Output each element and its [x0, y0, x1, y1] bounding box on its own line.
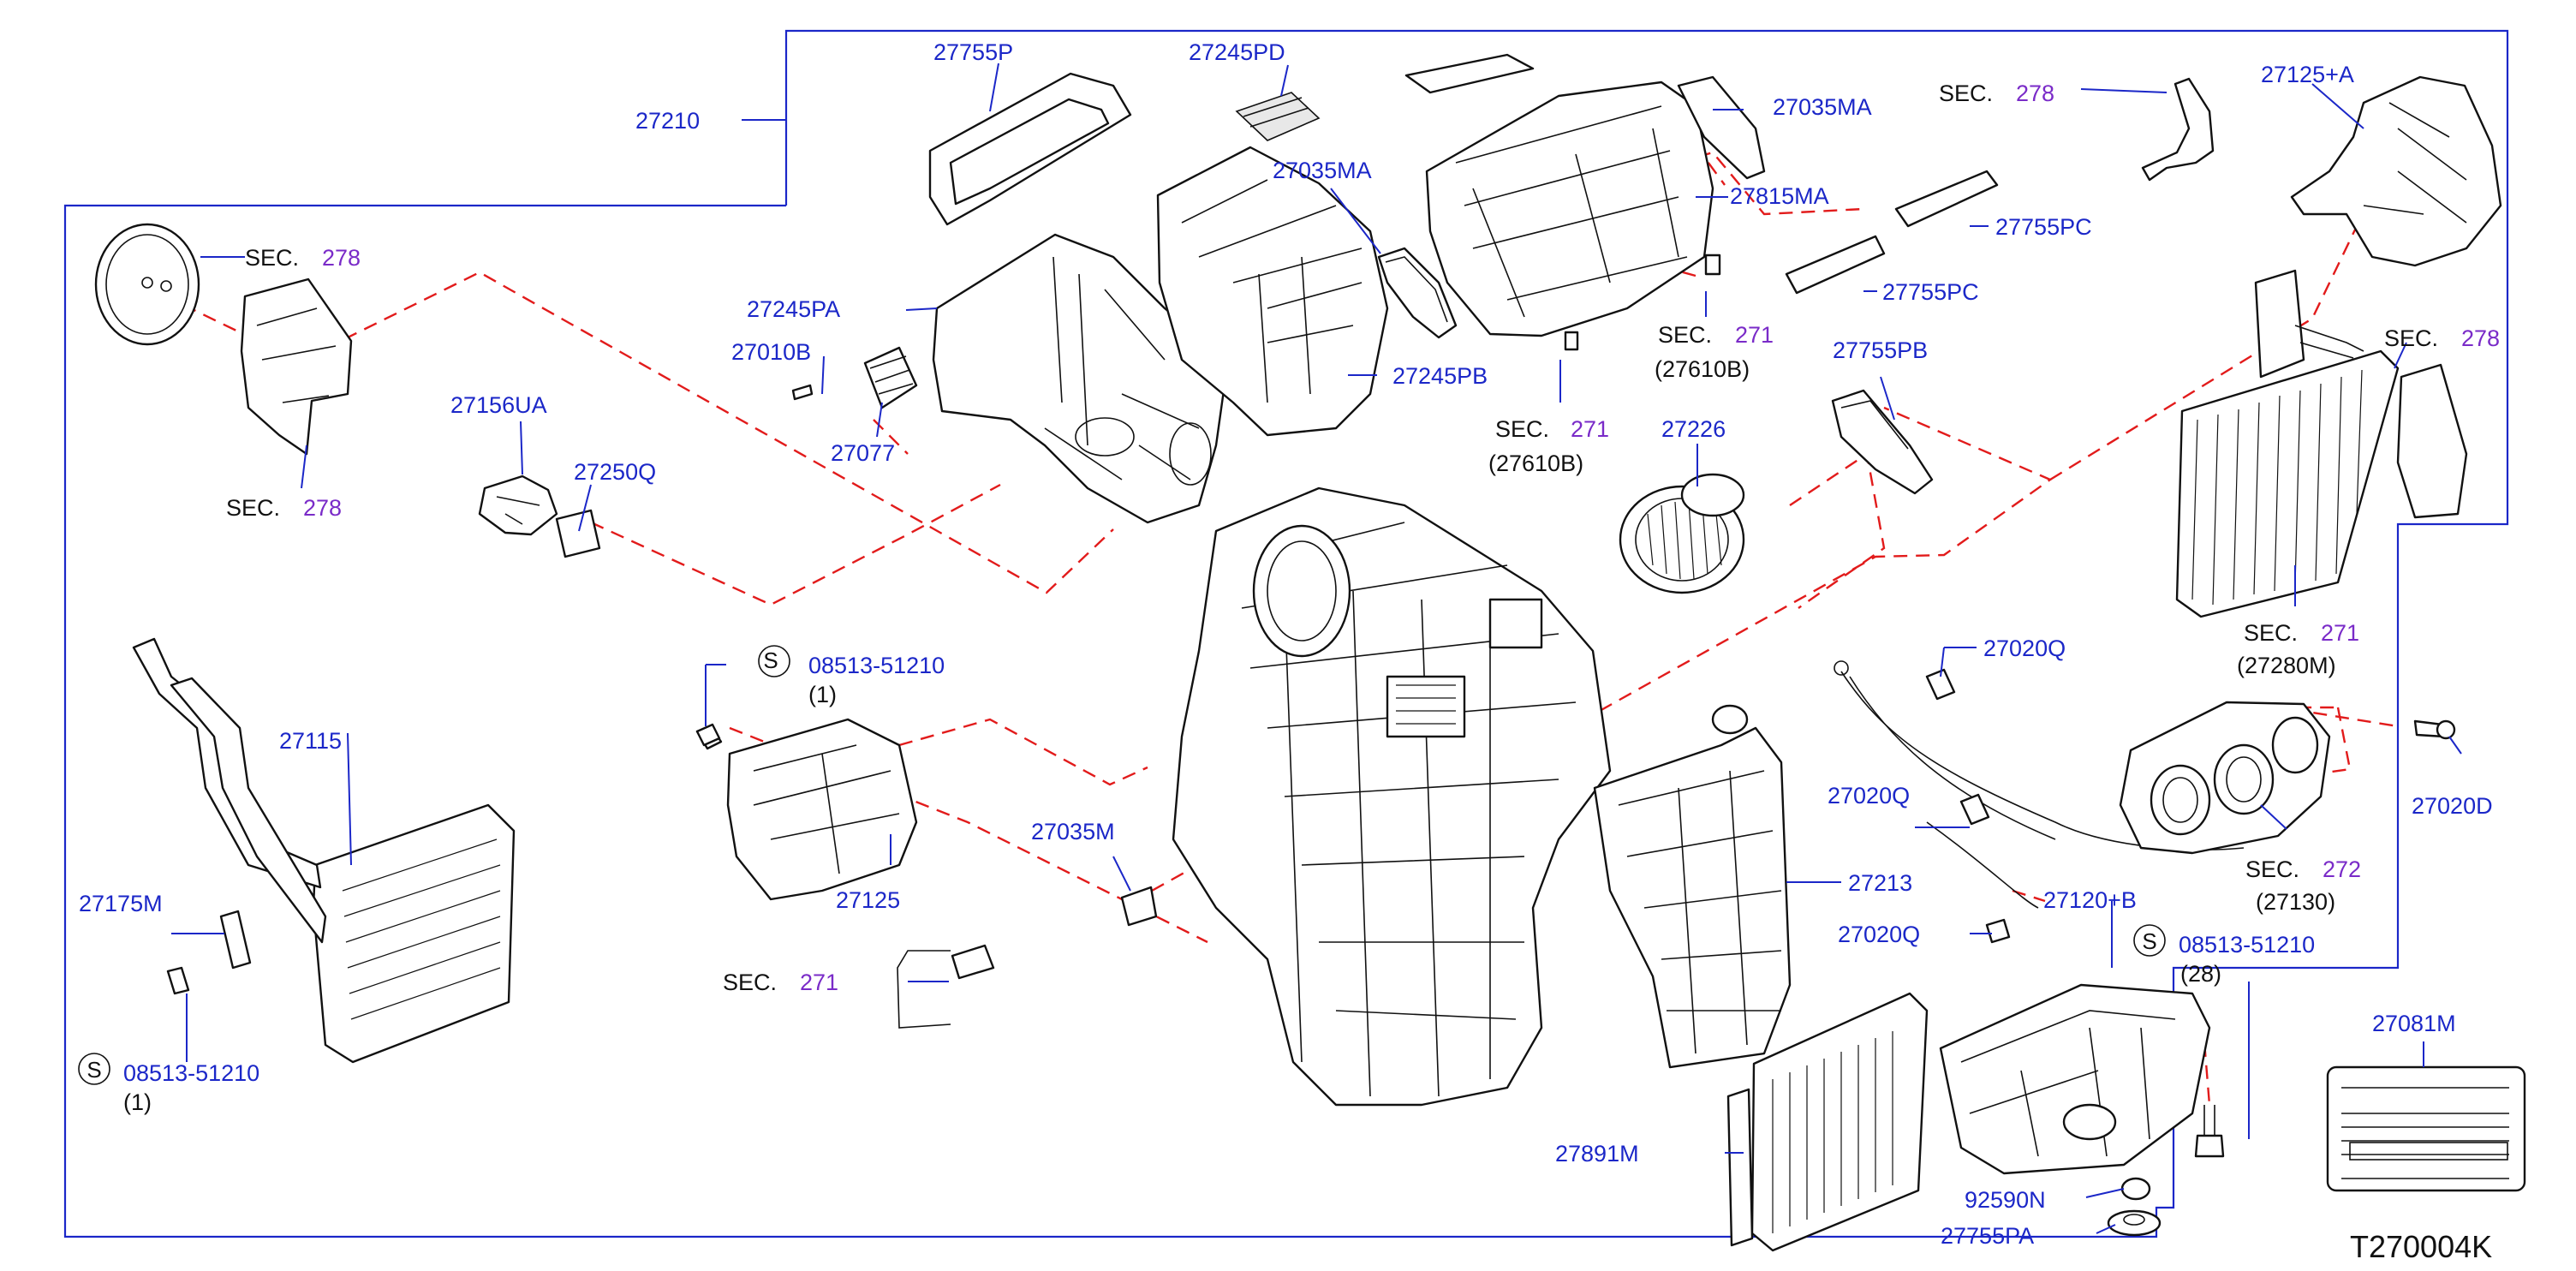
s-symbol-c-text: S	[2142, 928, 2156, 954]
label-27077[interactable]: 27077	[831, 440, 895, 466]
s-symbol-c	[2133, 924, 2166, 957]
label-bolt-c-qty: (28)	[2180, 961, 2221, 987]
label-27125A[interactable]: 27125+A	[2261, 62, 2354, 87]
s-symbol-a	[758, 645, 790, 677]
label-27120B[interactable]: 27120+B	[2043, 887, 2137, 913]
label-27891M[interactable]: 27891M	[1555, 1141, 1639, 1167]
sec-ref-6-number[interactable]: 271	[1571, 416, 1609, 442]
label-27755PC-a[interactable]: 27755PC	[1995, 214, 2092, 240]
sec-ref-5-label: SEC.	[1658, 322, 1712, 348]
label-27755P[interactable]: 27755P	[933, 39, 1013, 65]
sub-ref-4: (27130)	[2256, 889, 2335, 915]
sec-ref-8-label: SEC.	[723, 970, 777, 995]
sec-ref-4-number[interactable]: 278	[2461, 325, 2500, 351]
duct-27035M-drawing	[1120, 886, 1158, 927]
caution-label-drawing	[2326, 1065, 2526, 1192]
label-27010B[interactable]: 27010B	[731, 339, 811, 365]
fasteners-drawing	[695, 723, 2225, 1237]
label-27226[interactable]: 27226	[1661, 416, 1726, 442]
sec-ref-2-number[interactable]: 278	[303, 495, 342, 521]
sec-ref-5-number[interactable]: 271	[1735, 322, 1774, 348]
label-27115[interactable]: 27115	[279, 728, 342, 754]
label-27156UA[interactable]: 27156UA	[450, 392, 547, 418]
gasket-27755P-drawing	[928, 72, 1132, 226]
duct-27755PB-drawing	[1831, 389, 1934, 495]
label-27755PB[interactable]: 27755PB	[1833, 337, 1928, 363]
labels: 27210 27755P 27245PD 27035MA 27035MA 278…	[79, 39, 2500, 1264]
sec-ref-7-label: SEC.	[2244, 620, 2298, 646]
label-27020Q-a[interactable]: 27020Q	[1983, 636, 2066, 661]
sec-ref-7-number[interactable]: 271	[2321, 620, 2359, 646]
label-27213[interactable]: 27213	[1848, 870, 1912, 896]
outlet-27125-drawing	[695, 718, 918, 901]
assembly-frame	[63, 29, 2509, 1238]
cover-27213-drawing	[1593, 704, 1792, 1069]
filter-drawing	[1726, 992, 1929, 1252]
case-top-drawing	[1377, 53, 1766, 351]
label-27035M[interactable]: 27035M	[1031, 819, 1115, 844]
heater-core-drawing	[132, 637, 516, 1064]
s-symbol-b-text: S	[86, 1057, 101, 1083]
label-27035MA-b[interactable]: 27035MA	[1773, 94, 1872, 120]
label-27020Q-c[interactable]: 27020Q	[1838, 922, 1920, 947]
case-27125A-drawing	[2290, 75, 2502, 267]
sec-ref-1-number[interactable]: 278	[322, 245, 361, 271]
sub-ref-2: (27610B)	[1488, 451, 1583, 476]
label-27125[interactable]: 27125	[836, 887, 900, 913]
label-27081M[interactable]: 27081M	[2372, 1011, 2456, 1036]
label-bolt-c[interactable]: 08513-51210	[2179, 932, 2315, 958]
label-27210[interactable]: 27210	[635, 108, 700, 134]
s-symbol-b	[78, 1053, 110, 1085]
sec-ref-4-label: SEC.	[2384, 325, 2438, 351]
s-symbol-a-text: S	[763, 647, 778, 673]
case-lower-drawing	[1939, 983, 2211, 1175]
label-bolt-b-qty: (1)	[123, 1089, 152, 1115]
label-bolt-b[interactable]: 08513-51210	[123, 1060, 259, 1086]
label-27250Q[interactable]: 27250Q	[574, 459, 656, 485]
sec-ref-3-number[interactable]: 278	[2016, 81, 2054, 106]
label-bolt-a[interactable]: 08513-51210	[808, 653, 945, 678]
evaporator-drawing	[2175, 269, 2468, 618]
main-unit-drawing	[1172, 486, 1612, 1107]
bracket-278-drawing	[2141, 77, 2215, 182]
label-27245PD[interactable]: 27245PD	[1189, 39, 1285, 65]
intake-duct-drawing	[791, 233, 1230, 524]
sensor-271-drawing	[897, 944, 995, 1029]
label-27815MA[interactable]: 27815MA	[1730, 183, 1829, 209]
label-27035MA-a[interactable]: 27035MA	[1273, 158, 1372, 183]
sec-ref-9-number[interactable]: 272	[2323, 856, 2361, 882]
case-upper-drawing	[1156, 92, 1389, 437]
label-27175M[interactable]: 27175M	[79, 891, 163, 916]
sub-ref-3: (27280M)	[2237, 653, 2336, 678]
sec-ref-8-number[interactable]: 271	[800, 970, 838, 995]
label-bolt-a-qty: (1)	[808, 682, 837, 707]
sec-ref-3-label: SEC.	[1939, 81, 1993, 106]
sec-ref-2-label: SEC.	[226, 495, 280, 521]
sec-ref-9-label: SEC.	[2245, 856, 2299, 882]
blower-fan-drawing	[1619, 473, 1745, 594]
motor-cover-drawing	[94, 223, 353, 456]
label-27245PB[interactable]: 27245PB	[1392, 363, 1488, 389]
control-assy-drawing	[2119, 701, 2456, 855]
bracket-27156UA-drawing	[478, 474, 601, 558]
label-27755PC-b[interactable]: 27755PC	[1882, 279, 1979, 305]
diagram-code: T270004K	[2350, 1229, 2492, 1264]
gasket-27755PC-drawing	[1785, 170, 1999, 295]
sec-ref-6-label: SEC.	[1495, 416, 1549, 442]
label-92590N[interactable]: 92590N	[1965, 1187, 2046, 1213]
label-27020D[interactable]: 27020D	[2412, 793, 2493, 819]
label-27245PA[interactable]: 27245PA	[747, 296, 840, 322]
sec-ref-1-label: SEC.	[245, 245, 299, 271]
label-27020Q-b[interactable]: 27020Q	[1828, 783, 1910, 809]
label-27755PA[interactable]: 27755PA	[1941, 1223, 2034, 1249]
sub-ref-1: (27610B)	[1655, 356, 1750, 382]
leader-lines	[171, 63, 2462, 1234]
